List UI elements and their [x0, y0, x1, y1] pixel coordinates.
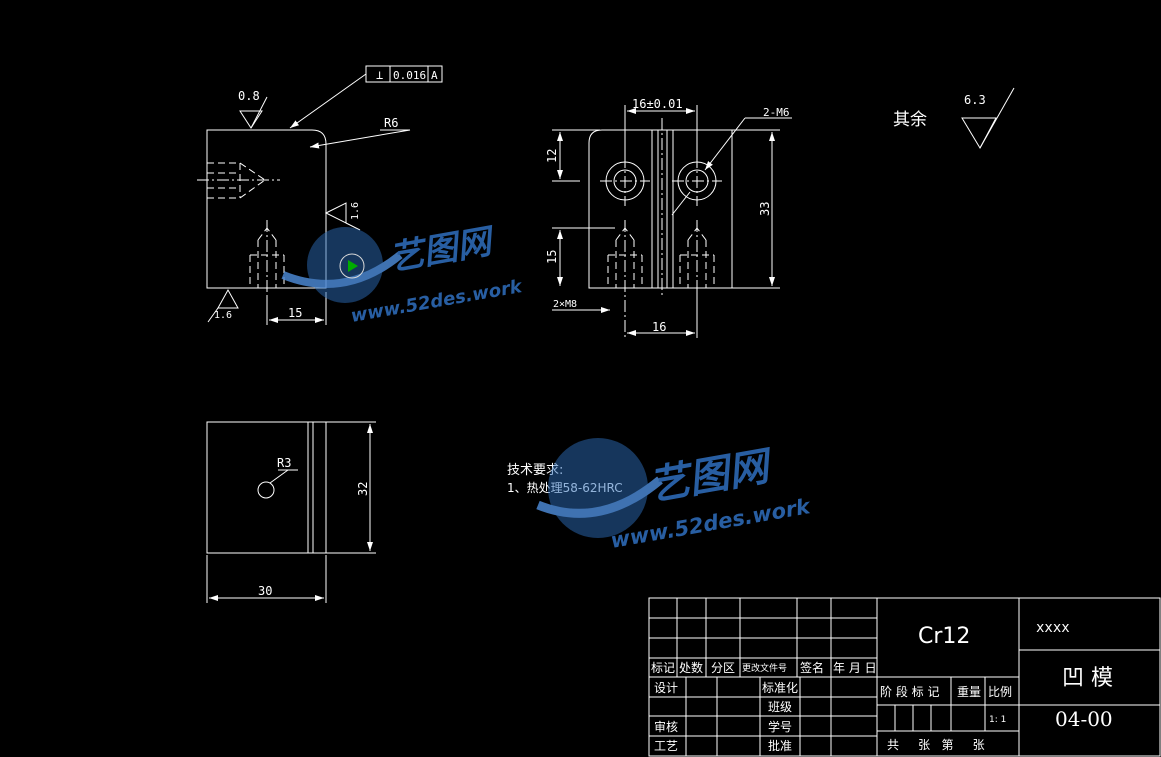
label-ratio: 比例 — [988, 685, 1012, 699]
flatness-datum: A — [431, 69, 438, 82]
label-weight: 重量 — [957, 685, 981, 699]
dim-16-tolerance: 16±0.01 — [632, 97, 683, 111]
material: Cr12 — [918, 624, 970, 649]
title-block — [648, 597, 1161, 757]
header-zone: 分区 — [711, 661, 735, 675]
header-mark: 标记 — [651, 661, 675, 675]
label-standard: 标准化 — [762, 681, 798, 695]
top-view-hole — [257, 481, 275, 499]
watermark-logo-1 — [281, 227, 403, 303]
flatness-value: 0.016 — [393, 69, 426, 82]
thread-m8: 2×M8 — [553, 299, 577, 310]
top-view — [206, 421, 376, 603]
roughness-note-label: 其余 — [893, 110, 927, 130]
label-class: 班级 — [768, 700, 792, 714]
radius-leader — [309, 129, 411, 149]
dim-32: 32 — [356, 482, 370, 496]
dim-33: 33 — [758, 202, 772, 216]
header-sign: 签名 — [800, 660, 824, 675]
label-review: 审核 — [654, 719, 678, 734]
surface-roughness-top: 0.8 — [238, 89, 260, 103]
roughness-symbol-top — [239, 110, 263, 129]
part-name: 凹 模 — [1062, 666, 1113, 691]
tech-req-title: 技术要求: — [507, 463, 563, 478]
header-count: 处数 — [679, 660, 703, 675]
surface-roughness-right: 1.6 — [350, 202, 361, 220]
watermark-logo-2 — [536, 438, 663, 538]
title-block-text: 标记 处数 分区 更改文件号 签名 年 月 日 设计 标准化 班级 审核 学号 … — [651, 620, 1113, 753]
company-name: xxxx — [1036, 620, 1070, 636]
header-change-doc: 更改文件号 — [742, 662, 787, 674]
flatness-symbol: ⊥ — [376, 68, 383, 82]
label-approve: 批准 — [768, 738, 792, 753]
front-view-labels: 0.8 ⊥ 0.016 A R6 1.6 1.6 15 — [214, 68, 438, 321]
top-view-labels: R3 32 30 — [258, 456, 370, 598]
flatness-leader — [289, 73, 367, 129]
ratio-value: 1: 1 — [989, 715, 1006, 725]
roughness-note — [961, 87, 1015, 150]
label-design: 设计 — [654, 681, 678, 695]
label-stage-mark: 阶 段 标 记 — [880, 684, 939, 699]
front-view — [197, 65, 443, 325]
dim-12: 12 — [545, 149, 559, 163]
dim-15-side: 15 — [545, 250, 559, 264]
drawing-number: 04-00 — [1055, 707, 1113, 731]
thread-m6: 2-M6 — [763, 106, 790, 119]
surface-roughness-bottom: 1.6 — [214, 310, 232, 321]
radius-label: R6 — [384, 116, 398, 130]
sheet-count: 共 张 第 张 — [887, 738, 985, 752]
flatness-frame — [365, 65, 443, 83]
top-view-outline — [206, 421, 327, 554]
roughness-symbol-bottom — [217, 288, 239, 309]
label-process: 工艺 — [654, 739, 678, 753]
side-view — [552, 105, 792, 338]
top-radius-label: R3 — [277, 456, 291, 470]
roughness-symbol-right — [324, 202, 347, 224]
side-bottom-holes-hidden — [607, 227, 715, 288]
dim-30: 30 — [258, 584, 272, 598]
label-student-no: 学号 — [768, 719, 792, 734]
dim-16: 16 — [652, 320, 666, 334]
roughness-note-value: 6.3 — [964, 93, 986, 107]
thread-m6-leader — [704, 117, 746, 171]
roughness-top-leader — [250, 96, 268, 129]
header-date: 年 月 日 — [833, 661, 877, 675]
side-view-labels: 16±0.01 2-M6 12 15 33 2×M8 16 — [545, 97, 790, 334]
front-dim-15: 15 — [288, 306, 302, 320]
